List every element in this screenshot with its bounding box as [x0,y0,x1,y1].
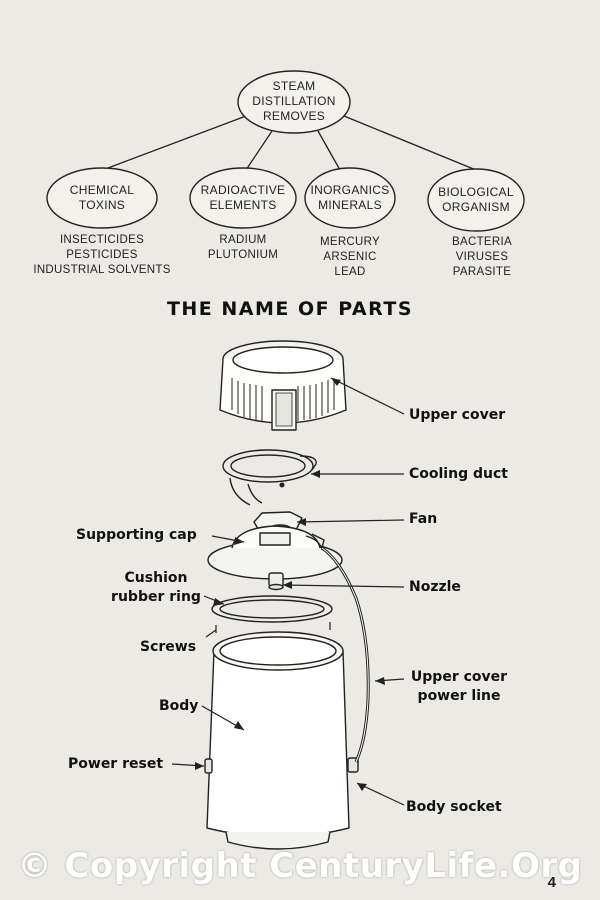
supporting-cap-drawing [207,525,343,580]
category-biological-organism-label: BIOLOGICAL ORGANISM [438,185,514,214]
root-node-shape [237,70,351,134]
list-item: PLUTONIUM [207,249,279,261]
chemical-toxins-list: INSECTICIDES PESTICIDES INDUSTRIAL SOLVE… [32,233,172,278]
category-node-shape [427,168,525,232]
category-node-shape [304,167,396,229]
label-cushion-rubber-ring: Cushion rubber ring [111,570,201,605]
label-supporting-cap: Supporting cap [76,527,197,543]
biological-organism-list: BACTERIA VIRUSES PARASITE [432,235,532,280]
list-item: MERCURY [319,236,381,248]
list-item: INDUSTRIAL SOLVENTS [33,264,171,276]
list-item: ARSENIC [323,251,377,263]
label-cooling-duct: Cooling duct [409,466,508,482]
leader-arrowheads [195,378,385,791]
cooling-duct-drawing [222,449,317,506]
copyright-watermark: © Copyright CenturyLife.Org [17,846,583,886]
list-item: PARASITE [452,266,512,278]
upper-cover-drawing [219,340,347,431]
section-title: THE NAME OF PARTS [166,298,414,320]
label-upper-cover: Upper cover [409,407,506,423]
root-node-label: STEAM DISTILLATION REMOVES [252,79,336,123]
label-screws: Screws [140,639,197,655]
label-fan: Fan [409,511,438,527]
label-nozzle: Nozzle [409,579,461,595]
category-chemical-toxins-label: CHEMICAL TOXINS [69,183,135,212]
list-item: VIRUSES [455,251,509,263]
label-body: Body [159,698,199,714]
page-number: 4 [547,874,556,891]
radioactive-elements-list: RADIUM PLUTONIUM [188,233,298,263]
category-node-shape [46,167,158,229]
category-inorganics-minerals-label: INORGANICS MINERALS [310,183,390,212]
label-body-socket: Body socket [406,799,502,815]
list-item: PESTICIDES [66,249,138,261]
tree-connectors [107,115,477,171]
category-node-shape [189,167,297,229]
list-item: RADIUM [219,234,267,246]
list-item: BACTERIA [452,236,512,248]
category-radioactive-elements-label: RADIOACTIVE ELEMENTS [200,183,286,212]
label-upper-cover-power-line: Upper cover power line [410,669,508,704]
label-power-reset: Power reset [68,756,164,772]
list-item: INSECTICIDES [59,234,145,246]
inorganics-minerals-list: MERCURY ARSENIC LEAD [300,235,400,280]
list-item: LEAD [334,266,366,278]
screws-drawing [215,622,331,633]
body-drawing [204,631,359,850]
cushion-rubber-ring-drawing [211,595,333,623]
nozzle-drawing [268,572,284,591]
